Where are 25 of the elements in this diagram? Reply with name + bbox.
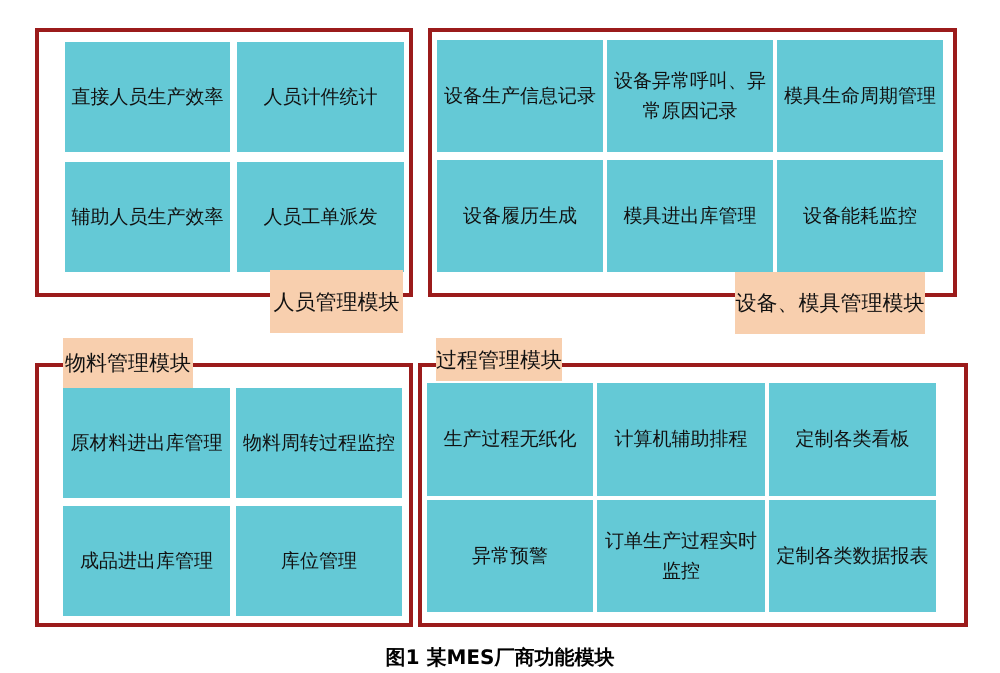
function-box: 计算机辅助排程 [597,383,765,496]
module-title-tag: 设备、模具管理模块 [735,272,925,334]
module-title-tag: 过程管理模块 [436,338,562,381]
function-box: 定制各类看板 [769,383,936,496]
function-box: 辅助人员生产效率 [65,162,230,272]
module-title-tag: 物料管理模块 [63,338,193,388]
function-box: 人员工单派发 [237,162,404,272]
function-box: 成品进出库管理 [63,506,230,616]
function-box: 人员计件统计 [237,42,404,152]
function-box: 设备生产信息记录 [437,40,603,152]
function-box: 模具进出库管理 [607,160,773,272]
function-box: 直接人员生产效率 [65,42,230,152]
module-title-tag: 人员管理模块 [270,270,403,333]
function-box: 原材料进出库管理 [63,388,230,498]
function-box: 物料周转过程监控 [236,388,402,498]
function-box: 库位管理 [236,506,402,616]
function-box: 生产过程无纸化 [427,383,593,496]
function-box: 定制各类数据报表 [769,500,936,612]
function-box: 设备异常呼叫、异常原因记录 [607,40,773,152]
function-box: 异常预警 [427,500,593,612]
figure-caption: 图1 某MES厂商功能模块 [384,644,616,671]
function-box: 模具生命周期管理 [777,40,943,152]
function-box: 订单生产过程实时监控 [597,500,765,612]
function-box: 设备能耗监控 [777,160,943,272]
function-box: 设备履历生成 [437,160,603,272]
